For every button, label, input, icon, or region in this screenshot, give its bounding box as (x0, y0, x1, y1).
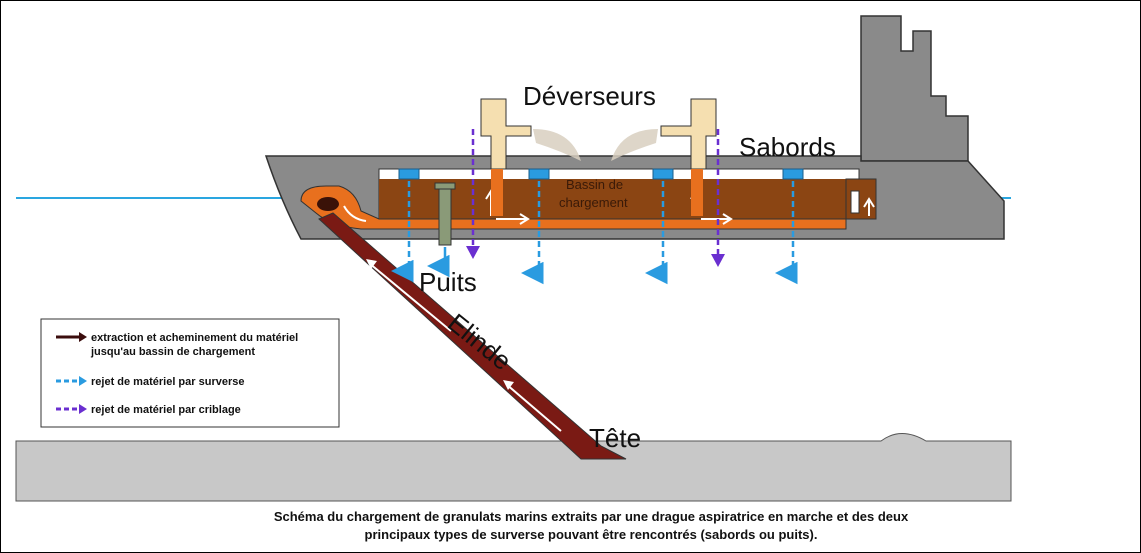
sabord-2 (528, 168, 550, 180)
pipe-flow-arrow-6 (863, 197, 875, 216)
pipe-flow-arrow-3 (496, 213, 530, 225)
legend-surverse-text: rejet de matériel par surverse (91, 376, 244, 388)
elinde-flow-arrow-1 (368, 262, 452, 332)
seabed (15, 433, 1012, 502)
sabord-1 (398, 168, 420, 180)
caption-line1: Schéma du chargement de granulats marins… (274, 509, 909, 524)
criblage-arrowhead-1 (466, 246, 480, 259)
label-deverseurs: Déverseurs (523, 81, 656, 111)
caption-line2: principaux types de surverse pouvant êtr… (365, 527, 818, 542)
sabord-4 (782, 168, 804, 180)
ship-superstructure (860, 15, 969, 162)
basin-vent (850, 190, 860, 214)
loading-basin-material (379, 179, 859, 219)
legend-box (40, 318, 340, 428)
legend-extraction-arrowhead (79, 332, 87, 342)
elinde-flow-arrowhead-2 (503, 380, 514, 390)
legend: extraction et acheminement du matériel j… (40, 318, 340, 428)
elinde-flow-arrow-2 (505, 383, 562, 432)
label-puits: Puits (419, 267, 477, 297)
label-sabords: Sabords (739, 132, 836, 162)
deverseur-right-pipe (691, 169, 703, 216)
discharge-plume-right (611, 129, 658, 161)
label-bassin-line2: chargement (559, 195, 628, 210)
pipe-flow-arrow-5 (701, 213, 733, 225)
legend-criblage-text: rejet de matériel par criblage (91, 404, 241, 416)
discharge-plume-left (533, 129, 581, 161)
label-tete: Tête (589, 423, 641, 453)
sabord-3 (652, 168, 674, 180)
legend-extraction-line1: extraction et acheminement du matériel (91, 332, 298, 344)
label-bassin-line1: Bassin de (566, 177, 623, 192)
suction-opening (317, 197, 339, 211)
legend-extraction-line2: jusqu'au bassin de chargement (90, 346, 255, 358)
puits-well (438, 184, 452, 246)
elinde-flow-arrowhead-1 (366, 259, 377, 269)
puits-well-cap (434, 182, 456, 190)
pipe-flow-arrow-1 (343, 205, 367, 222)
deverseur-left-pipe (491, 169, 503, 216)
legend-surverse-arrowhead (79, 376, 87, 386)
deverseur-left (480, 98, 532, 170)
criblage-arrowhead-2 (711, 254, 725, 267)
legend-criblage-arrowhead (79, 404, 87, 414)
